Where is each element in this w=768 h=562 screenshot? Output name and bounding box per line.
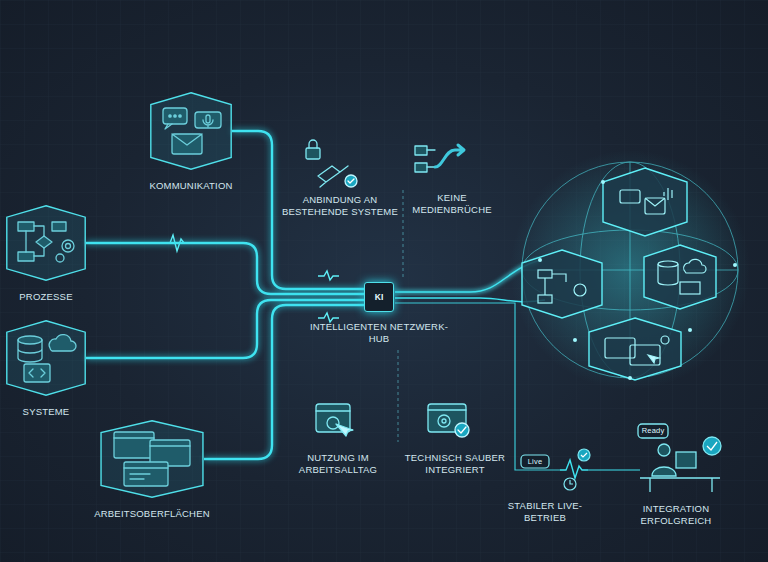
hub-title: KI bbox=[375, 292, 384, 302]
hub-chip: KIINTELLIGENTEN NETZWERK-HUB bbox=[364, 282, 394, 312]
flow-connector bbox=[86, 243, 364, 294]
feature-label: ANBINDUNG AN BESTEHENDE SYSTEME bbox=[280, 194, 400, 218]
hex-outline bbox=[100, 420, 204, 498]
icon-box: PROZESSE bbox=[6, 205, 86, 281]
hex-outline bbox=[6, 205, 86, 281]
node-heading: ARBEITSOBERFLÄCHEN bbox=[77, 508, 227, 520]
hex-outline bbox=[6, 320, 86, 396]
icon-box: KOMMUNIKATION bbox=[150, 92, 232, 170]
node-heading: INTELLIGENTEN NETZWERK-HUB bbox=[304, 321, 454, 345]
node-heading: SYSTEME bbox=[0, 406, 121, 418]
feature-label: STABILER LIVE-BETRIEB bbox=[495, 500, 595, 524]
node-heading: KOMMUNIKATION bbox=[116, 180, 266, 192]
node-heading: PROZESSE bbox=[0, 291, 121, 303]
icon-box: SYSTEME bbox=[6, 320, 86, 396]
icon-box: ARBEITSOBERFLÄCHEN bbox=[100, 420, 204, 498]
feature-label: KEINE MEDIENBRÜCHE bbox=[402, 192, 502, 216]
status-tag: Live bbox=[521, 457, 549, 466]
feature-label: TECHNISCH SAUBER INTEGRIERT bbox=[403, 452, 507, 476]
feature-label: NUTZUNG IM ARBEITSALLTAG bbox=[283, 452, 393, 476]
feature-label: INTEGRATION ERFOLGREICH bbox=[616, 503, 736, 527]
status-tag: Ready bbox=[638, 426, 668, 435]
hex-outline bbox=[150, 92, 232, 170]
